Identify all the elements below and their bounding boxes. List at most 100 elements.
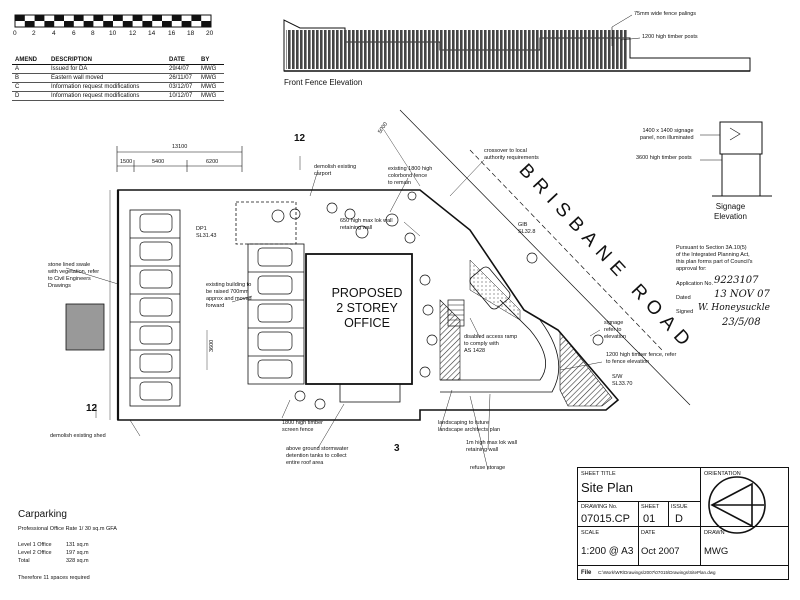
carparking-rate: Professional Office Rate 1/ 30 sq.m GFA [18,526,117,532]
site-boundary [116,109,691,421]
sheet-number: 01 [643,513,656,525]
amendment-header: AMEND [12,56,48,65]
note-demolish-shed: demolish existing shed [50,433,106,439]
note-existing-building: existing building to be raised 700mm app… [206,282,252,309]
amendment-cell: 03/12/07 [166,82,198,92]
amendment-row: A Issued for DA 29/4/07 MWG [12,64,224,74]
note-crossover: crossover to local authority requirement… [484,148,539,161]
scale-value: 1:200 @ A3 [581,546,634,557]
driveway [440,266,560,393]
note-refuse: refuse storage [470,465,506,471]
note-sw-level: S/W SL33.70 [612,374,633,387]
title-block: SHEET TITLE Site Plan ORIENTATION DRAWIN… [577,467,789,580]
amendment-cell: MWG [198,64,224,74]
scale-tick-label: 4 [52,30,56,37]
amendment-cell: Information request modifications [48,91,166,101]
posts-note: 1200 high timber posts [642,34,698,40]
application-label: Application No. [676,280,713,287]
carparking-row-label: Level 1 Office [18,542,52,548]
signed-date: 23/5/08 [722,316,761,328]
amendment-cell: 26/11/07 [166,73,198,83]
drawn-by: MWG [704,546,729,557]
top-dimensions [116,146,243,172]
note-landscaping: landscaping to future landscape architec… [438,420,501,433]
access-ramp [447,299,465,327]
amendment-cell: 10/12/07 [166,91,198,101]
carpark-inner [247,243,305,385]
palings-note: 75mm wide fence palings [634,11,697,17]
scale-tick-label: 10 [109,30,117,37]
amendment-cell: A [12,64,48,74]
note-demolish-carport: demolish existing carport [314,164,357,177]
scale-bar [14,14,212,28]
note-timber-fence: 1200 high timber fence, refer to fence e… [606,352,677,365]
amendment-cell: C [12,82,48,92]
boundary-dimensions [109,129,421,420]
building-label: PROPOSED 2 STOREY OFFICE [331,286,403,330]
trees [271,191,604,410]
carparking-row-value: 197 sq.m [66,550,89,556]
council-approval-stamp: Pursuant to Section 3A.10(5) of the Inte… [676,245,792,332]
elevation-title: Front Fence Elevation [284,78,363,87]
scale-tick-label: 8 [91,30,95,37]
note-retaining-wall: 650 high max lok wall retaining wall [340,218,393,231]
amendment-header: DATE [166,56,198,65]
scale-tick-label: 6 [72,30,76,37]
carparking-title: Carparking [18,509,67,520]
dimension-label: 3600 [209,339,215,352]
note-screen-fence: 1800 high timber screen fence [282,420,323,433]
note-stormwater: above ground stormwater detention tanks … [286,446,349,466]
note-signage: signage refer to elevation [604,320,627,340]
signage-elevation [700,121,772,197]
date-value: Oct 2007 [641,546,680,557]
signage-size-note: 1400 x 1400 signage panel, non illuminat… [640,128,694,142]
amendment-row: B Eastern wall moved 26/11/07 MWG [12,73,224,83]
scale-tick-label: 0 [13,30,17,37]
amendment-header-row: AMEND DESCRIPTION DATE BY [12,56,224,65]
scale-tick-label: 14 [148,30,156,37]
amendment-cell: MWG [198,73,224,83]
carparking-row-value: 328 sq.m [66,558,89,564]
note-gib-level: GIB SL32.8 [518,222,536,235]
dated-label: Dated [676,294,691,301]
orientation-label: ORIENTATION [704,471,741,477]
carparking-summary: Therefore 11 spaces required [18,575,90,581]
carparking-row-label: Level 2 Office [18,550,52,556]
dimension-label: 1500 [120,159,133,165]
sheet-title-label: SHEET TITLE [581,471,616,477]
amendment-cell: Information request modifications [48,82,166,92]
issue-value: D [675,513,683,525]
scale-tick-label: 16 [168,30,176,37]
signage-title: Signage Elevation [714,202,747,221]
existing-shed [65,303,105,351]
sheet-title: Site Plan [581,480,634,495]
application-number: 9223107 [714,274,759,286]
carparking-row-label: Total [18,558,30,564]
leader-lines [65,156,603,471]
dimension-label: 5400 [152,159,165,165]
amendment-header: DESCRIPTION [48,56,166,65]
note-existing-fence: existing 1800 high colorbond fence to re… [388,166,433,186]
amendment-header: BY [198,56,224,65]
file-label: File [581,570,592,576]
signage-posts-note: 3600 high timber posts [636,155,692,161]
amendment-row: C Information request modifications 03/1… [12,82,224,92]
signed-label: Signed [676,308,694,315]
amendment-cell: Eastern wall moved [48,73,166,83]
signature: W. Honeysuckle [698,302,770,313]
amendment-cell: 29/4/07 [166,64,198,74]
scale-label: SCALE [581,530,600,536]
sheet-label: SHEET [641,504,660,510]
north-arrow-icon [708,476,766,534]
datum-label: DP1 SL31.43 [196,226,217,239]
scale-tick-label: 2 [32,30,36,37]
landscape-hatching [439,259,613,407]
reference-marker: 12 [294,133,306,144]
approval-text: Pursuant to Section 3A.10(5) of the Inte… [676,245,753,273]
note-lok-wall: 1m high max lok wall retaining wall [466,440,518,453]
carpark-left [129,209,181,407]
amendment-row: D Information request modifications 10/1… [12,91,224,101]
carparking-row-value: 131 sq.m [66,542,89,548]
